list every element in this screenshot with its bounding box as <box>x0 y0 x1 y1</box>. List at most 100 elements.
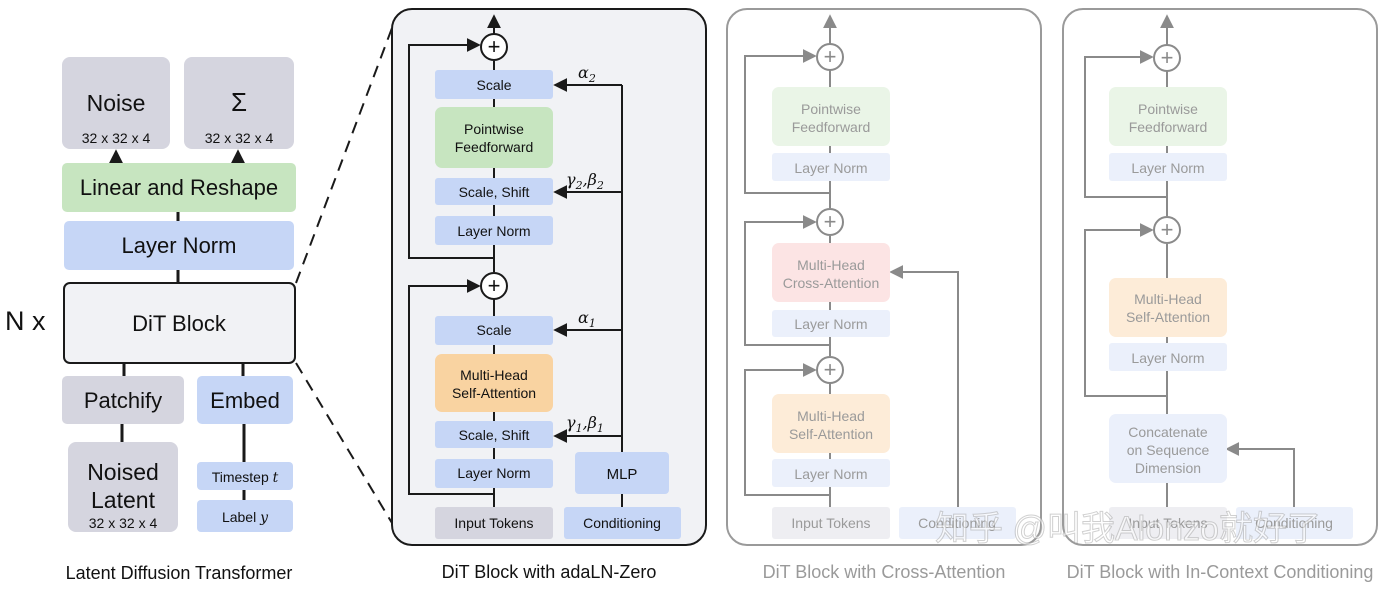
incontext-layer-norm-1: Layer Norm <box>1109 153 1227 181</box>
watermark: 知乎 @叫我Alonzo就好了 <box>935 510 1321 548</box>
adaln-pointwise-feedforward: Pointwise Feedforward <box>435 107 553 168</box>
svg-text:+: + <box>488 273 501 298</box>
patchify-box: Patchify <box>62 376 184 424</box>
incontext-caption: DiT Block with In-Context Conditioning <box>1067 562 1374 582</box>
svg-text:Pointwise: Pointwise <box>801 101 861 117</box>
svg-text:Concatenate: Concatenate <box>1128 424 1208 440</box>
cross-layer-norm-3: Layer Norm <box>772 459 890 487</box>
cross-attention-panel: + + + Pointwise Feedforward Layer Norm M… <box>726 8 1042 582</box>
svg-text:on Sequence: on Sequence <box>1127 442 1210 458</box>
adaln-scale-shift-top: Scale, Shift <box>435 178 553 205</box>
svg-text:Self-Attention: Self-Attention <box>452 385 536 401</box>
alpha-2-label: α2 <box>578 63 596 85</box>
incontext-input-tokens: Input Tokens <box>1109 507 1227 539</box>
svg-text:Multi-Head: Multi-Head <box>460 367 528 383</box>
cross-conditioning: Conditioning <box>899 507 1016 539</box>
adaln-mlp: MLP <box>575 452 669 494</box>
adaln-caption: DiT Block with adaLN-Zero <box>442 562 657 582</box>
noised-latent-line1: Noised <box>87 459 159 485</box>
svg-text:Multi-Head: Multi-Head <box>797 257 865 273</box>
dit-block-box: DiT Block <box>63 282 296 364</box>
label-label: Label y <box>222 509 269 526</box>
adaln-input-tokens: Input Tokens <box>435 507 553 539</box>
svg-text:Pointwise: Pointwise <box>1138 101 1198 117</box>
embed-box: Embed <box>197 376 293 424</box>
cross-pointwise-feedforward: Pointwise Feedforward <box>772 87 890 146</box>
adaln-scale-shift-bottom: Scale, Shift <box>435 421 553 448</box>
latent-diffusion-transformer: Noise 32 x 32 x 4 Σ 32 x 32 x 4 Linear a… <box>5 57 296 583</box>
timestep-label: Timestep t <box>212 469 279 486</box>
svg-text:MLP: MLP <box>607 466 638 483</box>
sigma-shape: 32 x 32 x 4 <box>205 130 274 146</box>
n-x-label: N x <box>5 306 46 336</box>
cross-layer-norm-2: Layer Norm <box>772 310 890 337</box>
adaln-conditioning: Conditioning <box>564 507 681 539</box>
final-layer-norm-box: Layer Norm <box>64 221 294 270</box>
zoom-line-bottom <box>295 362 393 524</box>
svg-text:Layer Norm: Layer Norm <box>794 316 867 332</box>
noise-label: Noise <box>87 90 146 116</box>
linear-reshape-label: Linear and Reshape <box>80 175 278 200</box>
svg-text:Conditioning: Conditioning <box>1255 515 1333 531</box>
svg-text:Dimension: Dimension <box>1135 460 1201 476</box>
noised-latent-line2: Latent <box>91 487 156 513</box>
noised-latent-box: Noised Latent 32 x 32 x 4 <box>68 442 178 532</box>
svg-text:+: + <box>824 44 837 69</box>
label-box: Label y <box>197 500 293 532</box>
residual-add-mid: + <box>480 272 508 300</box>
residual-add-top: + <box>480 33 508 61</box>
svg-text:Layer Norm: Layer Norm <box>794 160 867 176</box>
svg-text:Feedforward: Feedforward <box>792 119 871 135</box>
svg-text:+: + <box>488 34 501 59</box>
final-layer-norm-label: Layer Norm <box>122 233 237 258</box>
svg-text:Layer Norm: Layer Norm <box>457 223 530 239</box>
adaln-mhsa: Multi-Head Self-Attention <box>435 354 553 412</box>
sigma-label: Σ <box>231 87 247 117</box>
adaln-scale-mid: Scale <box>435 316 553 345</box>
timestep-box: Timestep t <box>197 462 293 490</box>
incontext-concatenate: Concatenate on Sequence Dimension <box>1109 414 1227 483</box>
svg-text:Cross-Attention: Cross-Attention <box>783 275 879 291</box>
svg-text:+: + <box>1161 217 1174 242</box>
svg-text:Input Tokens: Input Tokens <box>1128 515 1207 531</box>
cross-layer-norm-1: Layer Norm <box>772 153 890 181</box>
svg-text:+: + <box>824 209 837 234</box>
ldt-caption: Latent Diffusion Transformer <box>66 563 293 583</box>
svg-text:Multi-Head: Multi-Head <box>1134 291 1202 307</box>
incontext-pointwise-feedforward: Pointwise Feedforward <box>1109 87 1227 146</box>
adaln-layer-norm-top: Layer Norm <box>435 216 553 245</box>
svg-text:Feedforward: Feedforward <box>1129 119 1208 135</box>
adaln-zero-panel: + + Scale Pointwise Feedforward Scale, S… <box>391 8 707 582</box>
svg-text:Self-Attention: Self-Attention <box>789 426 873 442</box>
cross-mhsa: Multi-Head Self-Attention <box>772 394 890 453</box>
svg-text:Multi-Head: Multi-Head <box>797 408 865 424</box>
svg-text:Conditioning: Conditioning <box>583 515 661 531</box>
embed-label: Embed <box>210 388 280 413</box>
incontext-mhsa: Multi-Head Self-Attention <box>1109 278 1227 337</box>
svg-text:Self-Attention: Self-Attention <box>1126 309 1210 325</box>
cross-input-tokens: Input Tokens <box>772 507 890 539</box>
linear-reshape-box: Linear and Reshape <box>62 163 296 212</box>
svg-text:Layer Norm: Layer Norm <box>1131 160 1204 176</box>
adaln-layer-norm-bottom: Layer Norm <box>435 459 553 488</box>
svg-text:Scale, Shift: Scale, Shift <box>459 184 530 200</box>
gamma-beta-2-label: γ2,β2 <box>566 170 604 192</box>
svg-text:Scale: Scale <box>476 322 511 338</box>
gamma-beta-1-label: γ1,β1 <box>566 413 604 435</box>
svg-text:Layer Norm: Layer Norm <box>1131 350 1204 366</box>
svg-text:+: + <box>824 357 837 382</box>
sigma-output-box: Σ 32 x 32 x 4 <box>184 57 294 149</box>
svg-text:Conditioning: Conditioning <box>918 515 996 531</box>
noise-output-box: Noise 32 x 32 x 4 <box>62 57 170 149</box>
incontext-conditioning: Conditioning <box>1236 507 1353 539</box>
adaln-scale-top: Scale <box>435 70 553 99</box>
svg-text:Scale: Scale <box>476 77 511 93</box>
svg-text:Layer Norm: Layer Norm <box>794 466 867 482</box>
svg-text:Input Tokens: Input Tokens <box>454 515 533 531</box>
svg-text:Layer Norm: Layer Norm <box>457 465 530 481</box>
zoom-line-top <box>295 27 393 284</box>
alpha-1-label: α1 <box>578 308 596 330</box>
svg-text:+: + <box>1161 45 1174 70</box>
svg-text:Input Tokens: Input Tokens <box>791 515 870 531</box>
